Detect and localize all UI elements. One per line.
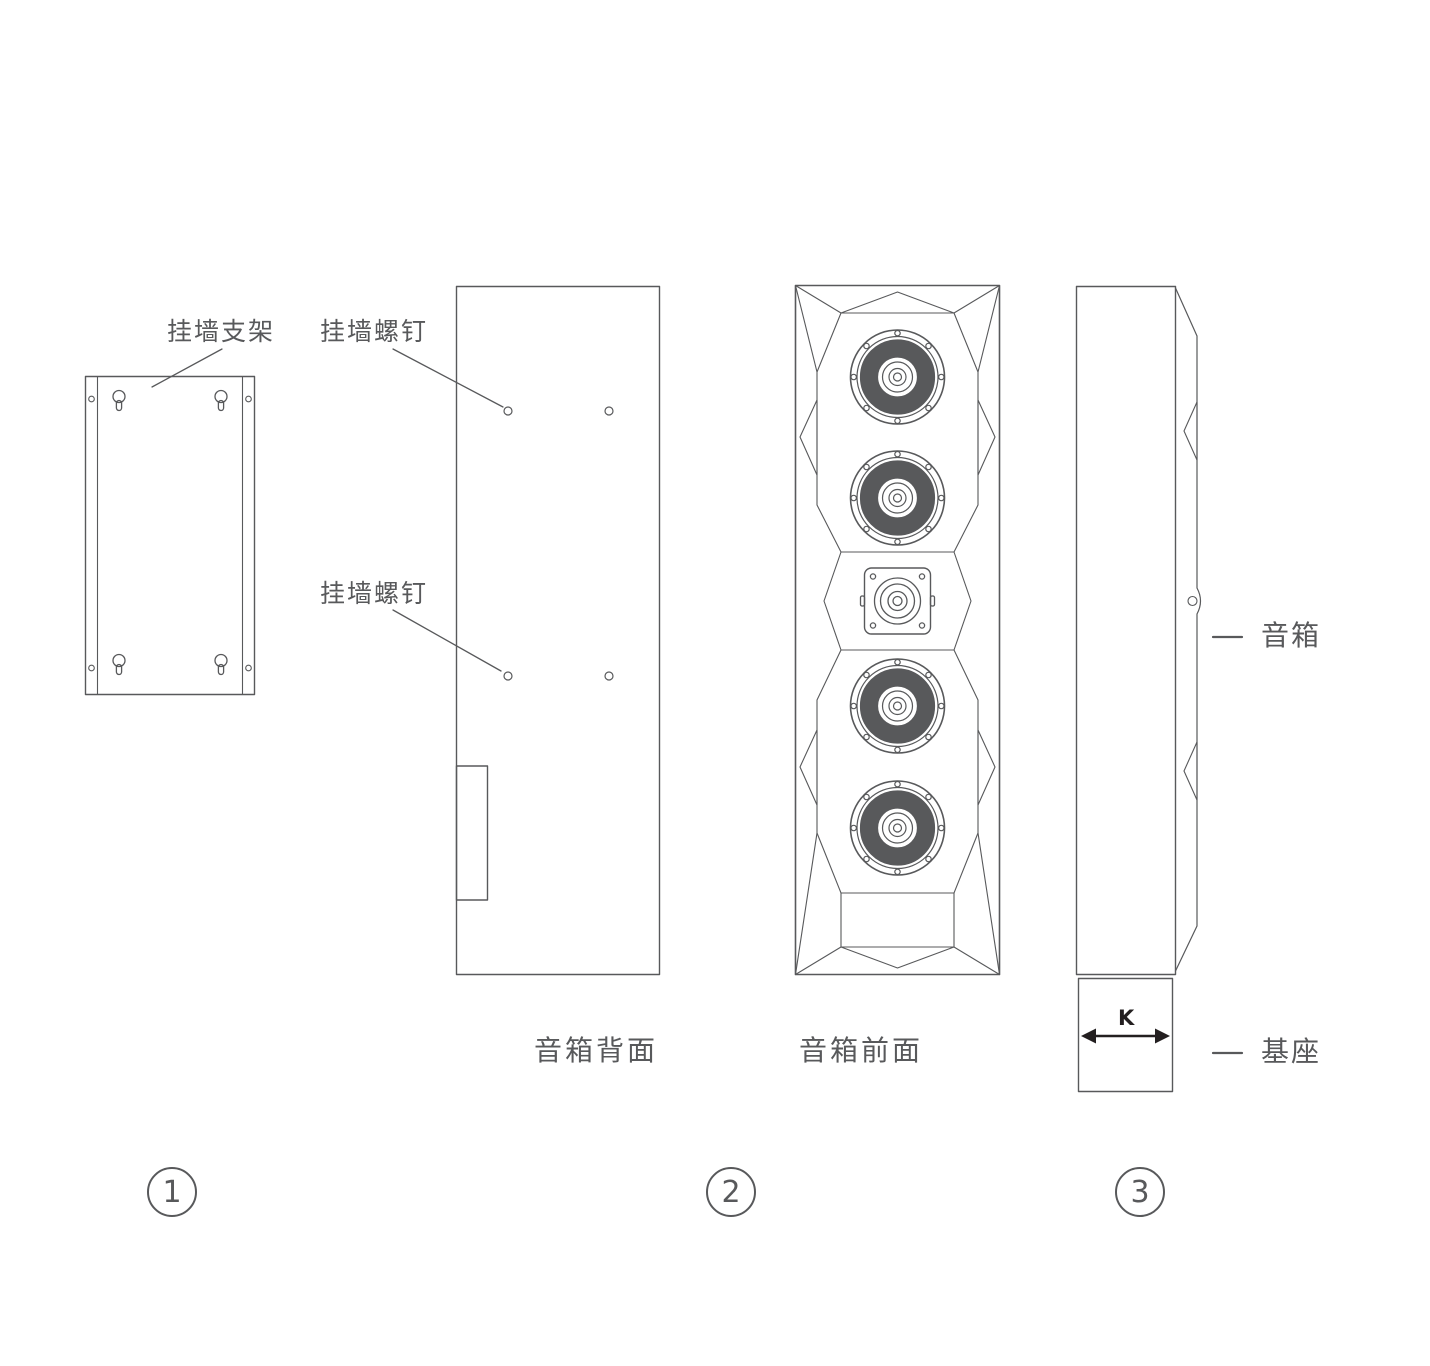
- tweeter-driver: [859, 567, 936, 635]
- screw-leader-line-top: [392, 348, 504, 408]
- k-dimension-label: K: [1118, 1006, 1135, 1030]
- speaker-back-caption: 音箱背面: [534, 1034, 659, 1067]
- woofer-driver-4: [851, 781, 945, 875]
- step-3-badge: 3: [1115, 1167, 1165, 1217]
- bracket-leader-line: [151, 348, 223, 388]
- step-1-badge: 1: [147, 1167, 197, 1217]
- woofer-driver-3: [851, 659, 945, 753]
- wall-bracket-drawing: [84, 348, 256, 696]
- wall-screw-label-bottom: 挂墙螺钉: [320, 579, 429, 608]
- speaker-front-drawing: [794, 284, 1001, 976]
- width-dimension-arrow: [1081, 1028, 1170, 1044]
- woofer-driver-2: [851, 451, 945, 545]
- wall-screw-label-top: 挂墙螺钉: [320, 317, 429, 346]
- speaker-label: 音箱: [1261, 619, 1322, 652]
- screw-hole: [604, 671, 614, 681]
- screw-hole: [503, 671, 513, 681]
- screw-hole: [503, 406, 513, 416]
- screw-leader-line-bottom: [392, 609, 502, 672]
- speaker-back-drawing: [392, 285, 661, 976]
- speaker-front-caption: 音箱前面: [799, 1034, 924, 1067]
- screw-hole: [604, 406, 614, 416]
- wall-bracket-label: 挂墙支架: [167, 317, 276, 346]
- base-drawing: [1077, 977, 1244, 1093]
- step-2-badge: 2: [706, 1167, 756, 1217]
- woofer-driver-1: [851, 330, 945, 424]
- base-label: 基座: [1261, 1035, 1322, 1068]
- speaker-side-drawing: [1075, 285, 1244, 976]
- terminal-panel: [455, 765, 489, 901]
